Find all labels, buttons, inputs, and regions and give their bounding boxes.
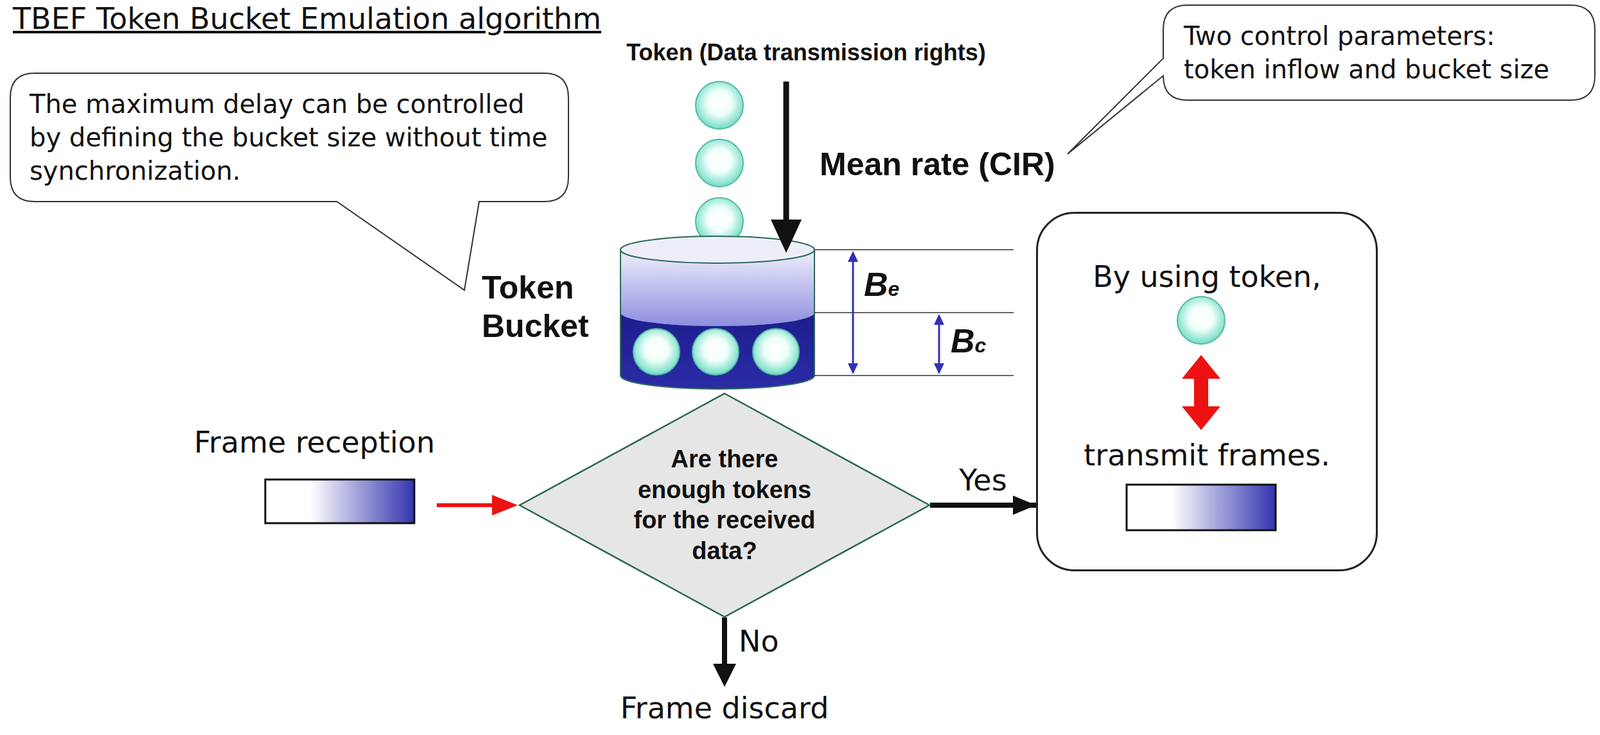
dimension-lines xyxy=(814,249,1014,376)
falling-tokens xyxy=(695,81,744,246)
bucket-base xyxy=(620,375,815,390)
token xyxy=(752,328,800,376)
reception-arrow xyxy=(436,503,495,508)
no-arrow-head xyxy=(712,664,737,688)
flow-arrow xyxy=(930,502,1037,509)
callout-outline xyxy=(1163,5,1595,101)
branch-label: No xyxy=(738,624,780,660)
dimension-label: Be xyxy=(863,264,900,305)
outcome-label: Frame discard xyxy=(620,691,830,727)
token xyxy=(692,328,739,376)
rate-label: Mean rate (CIR) xyxy=(819,145,1056,184)
node-text: transmit frames. xyxy=(1037,438,1376,473)
inflow-label: Token (Data transmission rights) xyxy=(626,38,986,67)
arrow-shaft xyxy=(783,81,790,222)
token xyxy=(1177,296,1225,345)
dimension-label: Bc xyxy=(950,321,986,361)
callout-box: Two control parameters: token inflow and… xyxy=(1163,5,1595,101)
node-text: The maximum delay can be controlled by d… xyxy=(29,87,550,188)
token xyxy=(633,328,680,376)
decision-diamond: Are there enough tokens for the received… xyxy=(518,393,931,618)
frame-icon xyxy=(265,479,415,524)
arrow-head xyxy=(770,219,802,254)
frame-icon xyxy=(1126,484,1276,531)
exchange-arrow xyxy=(1181,355,1221,431)
diagram-title: TBEF Token Bucket Emulation algorithm xyxy=(12,1,602,36)
inflow-arrow xyxy=(770,81,802,254)
token xyxy=(695,81,744,130)
callout-box: The maximum delay can be controlled by d… xyxy=(10,73,569,202)
bucket-label: Token Bucket xyxy=(481,268,611,346)
no-arrow xyxy=(721,617,728,669)
diamond-outline xyxy=(518,393,931,618)
node-text: Are there enough tokens for the received… xyxy=(628,444,821,567)
bucket-lower xyxy=(620,312,815,390)
node-text: Two control parameters: token inflow and… xyxy=(1183,19,1575,87)
bucket-sides xyxy=(620,249,815,376)
reception-arrow-head xyxy=(492,495,518,516)
input-label: Frame reception xyxy=(193,425,435,461)
action-box: By using token, transmit frames. xyxy=(1036,211,1378,572)
token xyxy=(695,139,744,187)
token-bucket xyxy=(620,236,815,390)
node-text: By using token, xyxy=(1037,259,1376,295)
edge-label: Yes xyxy=(956,463,1010,498)
